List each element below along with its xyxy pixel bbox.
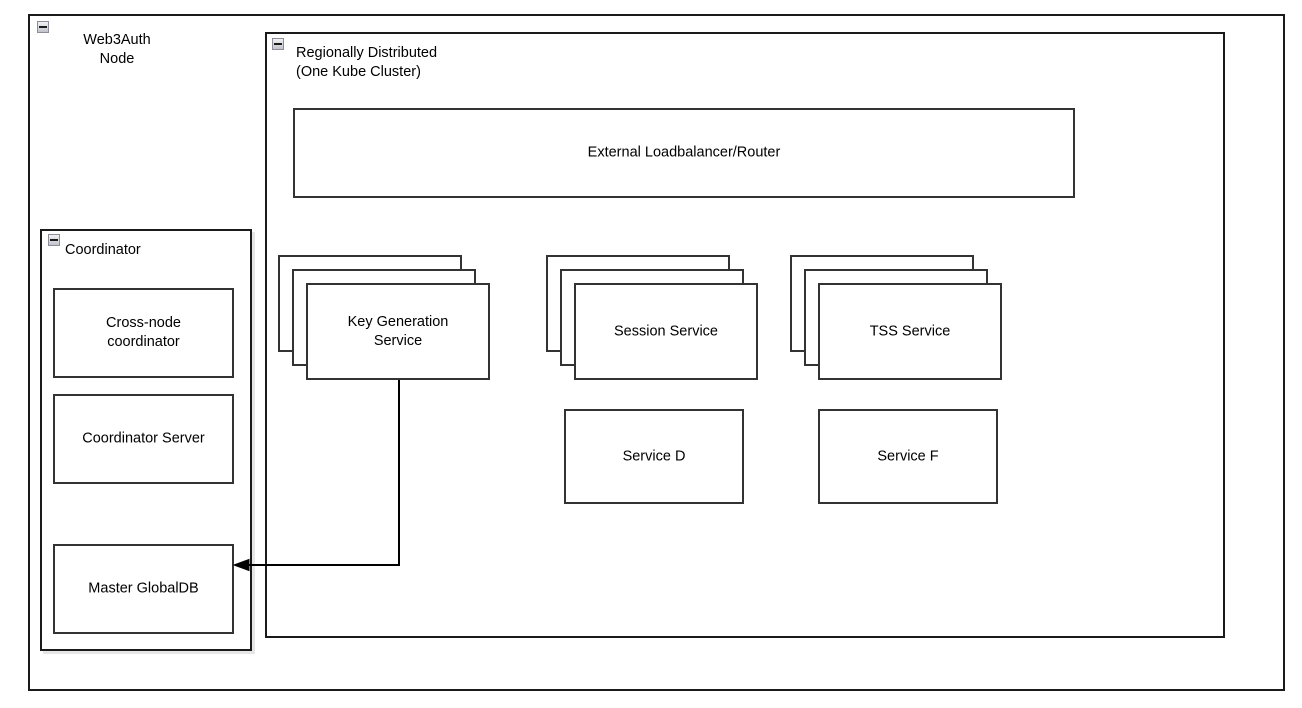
service-d-label: Service D — [622, 448, 686, 464]
service-f-label: Service F — [877, 448, 939, 464]
key-generation-service-stack[interactable]: Key Generation Service — [278, 255, 490, 380]
session-service-stack[interactable]: Session Service — [546, 255, 758, 380]
cross-node-coordinator-label: Cross-node coordinator — [106, 315, 181, 350]
key-generation-service-label: Key Generation Service — [347, 313, 449, 349]
coordinator-server-label: Coordinator Server — [82, 430, 205, 447]
tss-service-layer-front[interactable]: TSS Service — [818, 283, 1002, 380]
external-loadbalancer-router-label: External Loadbalancer/Router — [587, 144, 781, 161]
session-service-label: Session Service — [614, 323, 718, 339]
web3auth-node-collapse-icon[interactable] — [37, 21, 49, 33]
master-globaldb-box[interactable]: Master GlobalDB — [53, 544, 234, 634]
external-loadbalancer-router-box[interactable]: External Loadbalancer/Router — [293, 108, 1075, 198]
coordinator-server-box[interactable]: Coordinator Server — [53, 394, 234, 484]
regionally-distributed-collapse-icon[interactable] — [272, 38, 284, 50]
session-service-layer-front[interactable]: Session Service — [574, 283, 758, 380]
coordinator-collapse-icon[interactable] — [48, 234, 60, 246]
tss-service-label: TSS Service — [869, 323, 951, 339]
tss-service-stack[interactable]: TSS Service — [790, 255, 1002, 380]
service-f-box[interactable]: Service F — [818, 409, 998, 504]
cross-node-coordinator-box[interactable]: Cross-node coordinator — [53, 288, 234, 378]
service-d-box[interactable]: Service D — [564, 409, 744, 504]
key-generation-service-layer-front[interactable]: Key Generation Service — [306, 283, 490, 380]
master-globaldb-label: Master GlobalDB — [88, 580, 199, 597]
